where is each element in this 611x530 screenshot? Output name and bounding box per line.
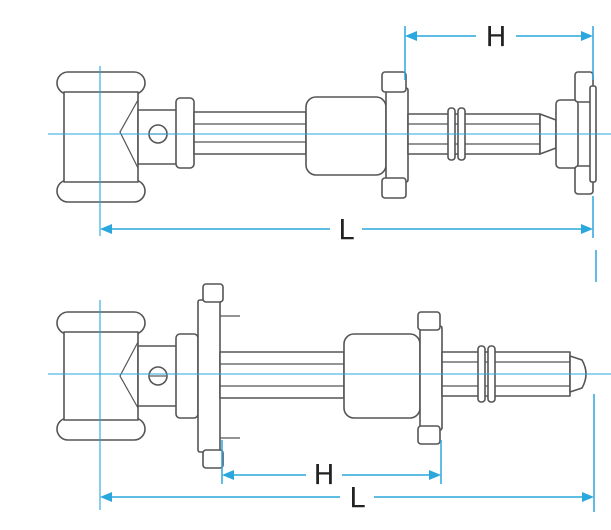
top-sleeve <box>305 96 387 176</box>
bottom-h-label: H <box>313 458 334 491</box>
bottom-flange-lower <box>202 449 224 469</box>
bottom-collar <box>175 333 199 419</box>
top-body <box>63 91 139 183</box>
bottom-l-label: L <box>349 481 365 514</box>
bottom-body-cap-upper <box>56 311 146 335</box>
top-dimension-l: L <box>100 196 594 246</box>
bottom-body-notch <box>119 341 139 409</box>
bottom-dimension-h: H <box>221 440 442 491</box>
bottom-sleeve <box>343 333 421 419</box>
top-collar <box>175 97 195 169</box>
top-dimension-h: H <box>404 20 594 80</box>
bottom-body-cap-lower <box>56 417 146 441</box>
bottom-h-arrow-right <box>429 470 441 480</box>
bottom-flange2-lower <box>417 425 441 445</box>
top-flange-upper <box>381 71 407 93</box>
top-rod <box>193 111 307 155</box>
bottom-flange-upper <box>202 283 224 303</box>
top-body-notch <box>119 99 139 169</box>
top-flange-plate <box>385 87 409 183</box>
top-body-cap-upper <box>56 71 146 95</box>
top-h-arrow-left <box>405 31 417 41</box>
top-flange-lower <box>381 177 407 199</box>
bottom-l-arrow-right <box>582 492 594 502</box>
top-h-label: H <box>485 20 506 53</box>
bottom-h-arrow-left <box>222 470 234 480</box>
bottom-flange2-upper <box>417 311 441 331</box>
bottom-flange-plate <box>197 299 221 453</box>
top-body-cap-lower <box>56 179 146 203</box>
top-l-arrow-left <box>100 224 112 234</box>
bottom-assembly <box>56 283 587 469</box>
top-l-label: L <box>338 213 354 246</box>
bottom-body <box>63 331 139 421</box>
top-h-arrow-right <box>581 31 593 41</box>
bottom-l-arrow-left <box>100 492 112 502</box>
top-l-arrow-right <box>581 224 593 234</box>
bottom-flange2-plate <box>419 325 443 431</box>
bottom-rod <box>219 351 345 399</box>
top-assembly <box>56 71 597 203</box>
bottom-dimension-l: L <box>100 394 595 514</box>
